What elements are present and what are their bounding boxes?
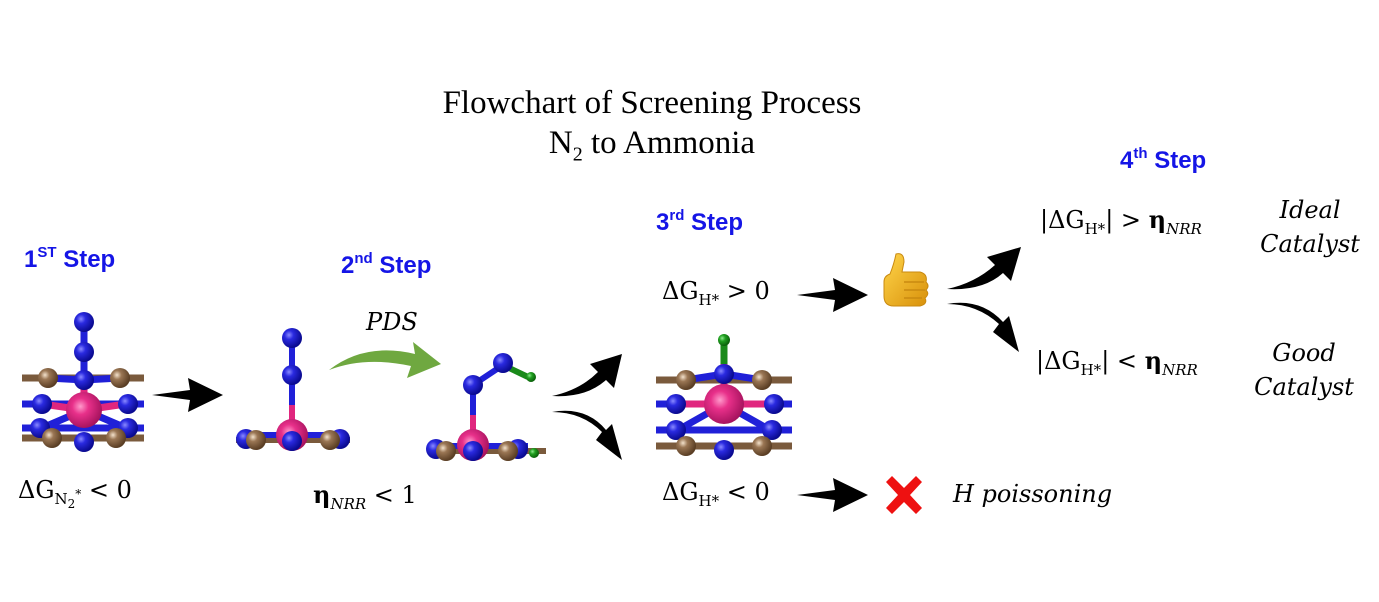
arrow-branch-down-step3	[552, 410, 622, 460]
pds-label: PDS	[366, 308, 418, 336]
red-x-icon	[886, 476, 922, 514]
title-line-2: N2 to Ammonia	[548, 125, 756, 166]
condition-step3-positive: ΔGH* > 0	[662, 277, 770, 309]
molecule-n2-adsorbed	[22, 312, 144, 452]
arrow-branch-down-step4	[947, 302, 1019, 352]
condition-step2: ηNRR < 1	[313, 480, 417, 513]
outcome-good-catalyst: Good Catalyst	[1254, 339, 1354, 401]
molecule-nnh-intermediate	[426, 353, 546, 461]
condition-step1: ΔGN2* < 0	[18, 476, 132, 511]
condition-step4-ideal: |ΔGH*| > ηNRR	[1040, 205, 1202, 238]
pds-arrow	[329, 342, 441, 378]
arrow-step1-to-step2	[152, 378, 223, 412]
molecule-n2-sideview	[236, 328, 350, 451]
step-3-heading: 3rd Step	[656, 207, 744, 236]
step-2-heading: 2nd Step	[341, 250, 432, 279]
outcome-ideal-catalyst: Ideal Catalyst	[1260, 196, 1360, 258]
thumbs-up-icon	[883, 253, 929, 307]
arrow-branch-up-step4	[947, 247, 1021, 290]
title-line-1: Flowchart of Screening Process	[442, 85, 862, 121]
condition-step4-good: |ΔGH*| < ηNRR	[1036, 346, 1198, 379]
arrow-branch-up-step3	[552, 354, 622, 397]
step-4-heading: 4th Step	[1120, 145, 1207, 174]
outcome-h-poisoning: H poissoning	[953, 480, 1113, 508]
step-1-heading: 1ST Step	[24, 244, 116, 273]
condition-step3-negative: ΔGH* < 0	[662, 478, 770, 510]
arrow-negative-to-fail	[797, 478, 868, 512]
arrow-positive-to-pass	[797, 278, 868, 312]
diagram-title: Flowchart of Screening Process N2 to Amm…	[352, 83, 952, 175]
molecule-h-adsorbed	[656, 334, 792, 460]
